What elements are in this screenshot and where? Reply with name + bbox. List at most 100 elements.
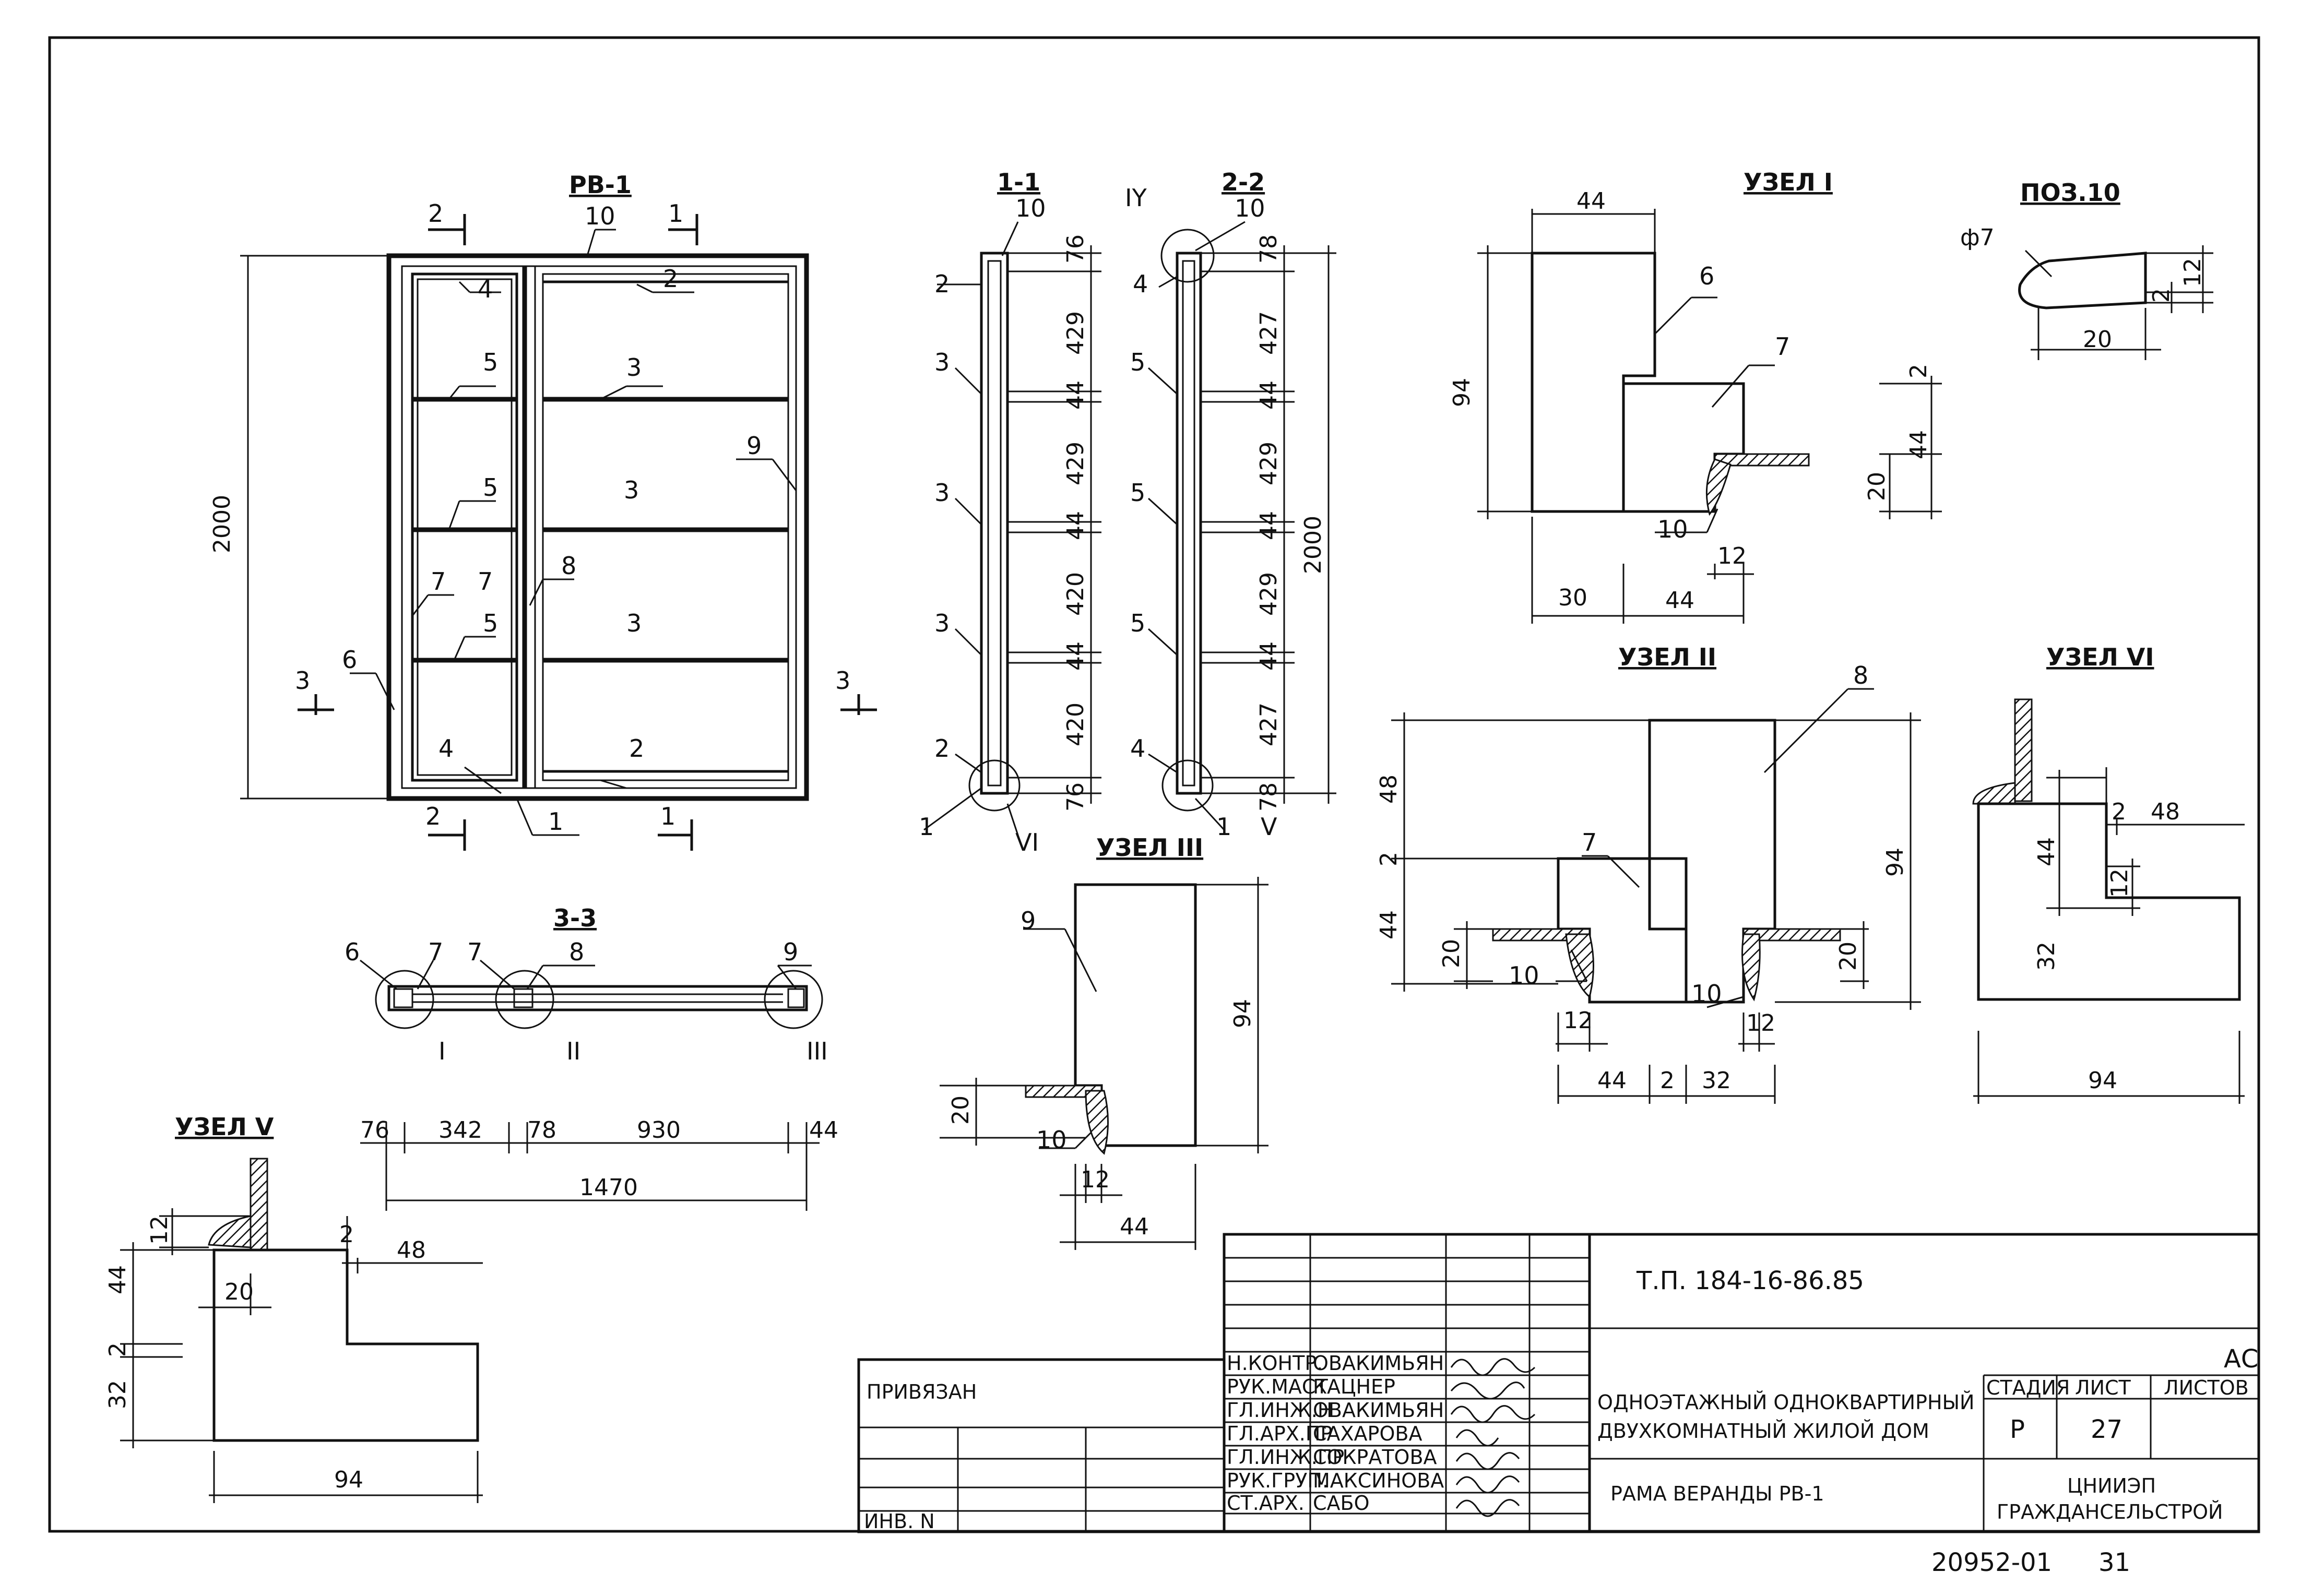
frame-elevation: РВ-1 2000	[209, 171, 877, 851]
s22-label-4a: 4	[1133, 270, 1148, 298]
s33-label-7a: 7	[428, 938, 443, 966]
sig-role-3: ГЛ.АРХ.ПР	[1227, 1422, 1332, 1445]
node1-dim-94: 94	[1449, 378, 1475, 407]
node5-dim-2top: 2	[339, 1221, 354, 1248]
sig-role-1: РУК.МАСТ	[1227, 1375, 1328, 1398]
s33-label-II: II	[566, 1037, 580, 1065]
tb-doc-code: Т.П. 184-16-86.85	[1636, 1266, 1864, 1295]
node-6-detail: УЗЕЛ VI 2 48 44 12 32 94	[1972, 643, 2245, 1104]
s11-dim-44b: 44	[1062, 511, 1089, 540]
s22-dim-44a: 44	[1255, 380, 1282, 410]
node5-dim-94: 94	[334, 1467, 363, 1493]
node2-label-7: 7	[1582, 828, 1597, 856]
s22-label-IY: IY	[1125, 184, 1147, 212]
s33-dim-76: 76	[360, 1117, 389, 1144]
s22-label-1: 1	[1216, 813, 1231, 841]
tb-privyazan: ПРИВЯЗАН	[867, 1380, 977, 1403]
s11-label-10: 10	[1015, 194, 1046, 222]
elev-pos-5b: 5	[483, 473, 498, 502]
elev-pos-4b: 4	[438, 734, 454, 763]
s33-dim-44: 44	[809, 1117, 838, 1144]
cut-mark-1-bottom: 1	[660, 802, 675, 830]
s22-dim-44c: 44	[1255, 641, 1282, 671]
tb-project-title-2: ДВУХКОМНАТНЫЙ ЖИЛОЙ ДОМ	[1597, 1420, 1929, 1443]
section-1-1-title: 1-1	[997, 168, 1040, 196]
node5-dim-2left: 2	[104, 1342, 131, 1357]
node2-dim-32: 32	[1702, 1067, 1731, 1094]
s22-dim-427b: 427	[1255, 702, 1282, 746]
section-2-2: 2-2 78 427 44 429 44 429 44 427 78 2000	[1125, 168, 1336, 841]
node2-dim-20left: 20	[1438, 939, 1465, 968]
sig-name-2: ОВАКИМЬЯН	[1313, 1399, 1444, 1422]
elev-pos-3c: 3	[626, 609, 642, 637]
node-6-title: УЗЕЛ VI	[2046, 643, 2154, 671]
s11-dim-44c: 44	[1062, 641, 1089, 671]
elev-pos-5c: 5	[483, 609, 498, 637]
node6-dim-44: 44	[2033, 837, 2060, 866]
s22-label-5c: 5	[1130, 609, 1145, 637]
tb-section-code: АС	[2224, 1344, 2258, 1374]
node5-dim-12: 12	[146, 1216, 173, 1245]
s33-label-8: 8	[569, 938, 584, 966]
s11-label-2b: 2	[934, 734, 950, 763]
cut-mark-3-left: 3	[295, 666, 310, 695]
s22-dim-429b: 429	[1255, 572, 1282, 616]
node2-label-10left: 10	[1509, 961, 1539, 990]
node5-dim-48: 48	[397, 1237, 426, 1264]
title-block: ПРИВЯЗАН ИНВ. N Н.КОНТР. ОВАКИМЬЯН РУК.М…	[857, 1233, 2260, 1577]
s11-dim-44a: 44	[1062, 380, 1089, 410]
tb-org-1: ЦНИИЭП	[2067, 1474, 2156, 1497]
s22-dim-78a: 78	[1255, 234, 1282, 264]
tb-inv-no: ИНВ. N	[864, 1510, 935, 1533]
s33-label-7b: 7	[467, 938, 482, 966]
elev-pos-1: 1	[548, 807, 563, 836]
s33-dim-overall: 1470	[579, 1174, 638, 1201]
node2-dim-12left: 12	[1563, 1007, 1593, 1034]
s33-dim-930: 930	[637, 1117, 681, 1144]
node1-label-10: 10	[1657, 515, 1688, 543]
tb-sheets-header: ЛИСТОВ	[2164, 1376, 2249, 1399]
elev-pos-6: 6	[342, 646, 357, 674]
node5-dim-32: 32	[104, 1380, 131, 1409]
frame-height-dim: 2000	[209, 495, 235, 553]
handwritten-signatures	[1450, 1358, 1536, 1517]
node1-dim-12: 12	[1717, 543, 1747, 569]
s22-label-5a: 5	[1130, 348, 1145, 376]
archive-number: 20952-01	[1931, 1548, 2052, 1577]
s11-label-2a: 2	[934, 270, 950, 298]
tb-org-2: ГРАЖДАНСЕЛЬСТРОЙ	[1997, 1500, 2223, 1523]
section-3-3-title: 3-3	[553, 904, 597, 932]
node-3-title: УЗЕЛ III	[1096, 833, 1203, 862]
node3-label-9: 9	[1021, 907, 1036, 935]
node5-dim-20: 20	[224, 1279, 254, 1305]
tb-stage-header: СТАДИЯ	[1986, 1376, 2070, 1399]
node3-dim-94: 94	[1229, 999, 1256, 1028]
sig-name-4: СОКРАТОВА	[1313, 1446, 1437, 1469]
sig-name-3: САХАРОВА	[1313, 1422, 1422, 1445]
s22-label-10: 10	[1235, 194, 1265, 222]
elev-pos-4a: 4	[478, 275, 493, 303]
s11-dim-429a: 429	[1062, 311, 1089, 355]
tb-sheet-header: ЛИСТ	[2075, 1376, 2131, 1399]
elev-pos-9: 9	[746, 432, 762, 460]
node6-dim-94: 94	[2088, 1067, 2117, 1094]
s11-dim-429b: 429	[1062, 442, 1089, 485]
node-1-detail: УЗЕЛ I 44 94 2	[1449, 168, 1942, 624]
s11-dim-76b: 76	[1062, 782, 1089, 812]
node2-dim-48: 48	[1376, 775, 1402, 804]
cut-mark-3-right: 3	[835, 666, 850, 695]
frame-title: РВ-1	[569, 171, 632, 199]
pos10-title: ПОЗ.10	[2020, 178, 2120, 207]
sig-role-6: СТ.АРХ.	[1227, 1492, 1305, 1515]
node1-dim-44top: 44	[1576, 188, 1606, 215]
node-3-detail: УЗЕЛ III 94 20 12 44 9 10	[940, 833, 1268, 1250]
elev-pos-5a: 5	[483, 348, 498, 376]
pos10-dim-20: 20	[2083, 326, 2112, 353]
elev-pos-3b: 3	[624, 476, 639, 504]
pos10-dim-diam: ф7	[1960, 224, 1995, 251]
section-2-2-title: 2-2	[1222, 168, 1265, 196]
node1-label-7: 7	[1775, 332, 1790, 361]
s11-label-3b: 3	[934, 479, 950, 507]
node-2-detail: УЗЕЛ II	[1376, 643, 1921, 1104]
